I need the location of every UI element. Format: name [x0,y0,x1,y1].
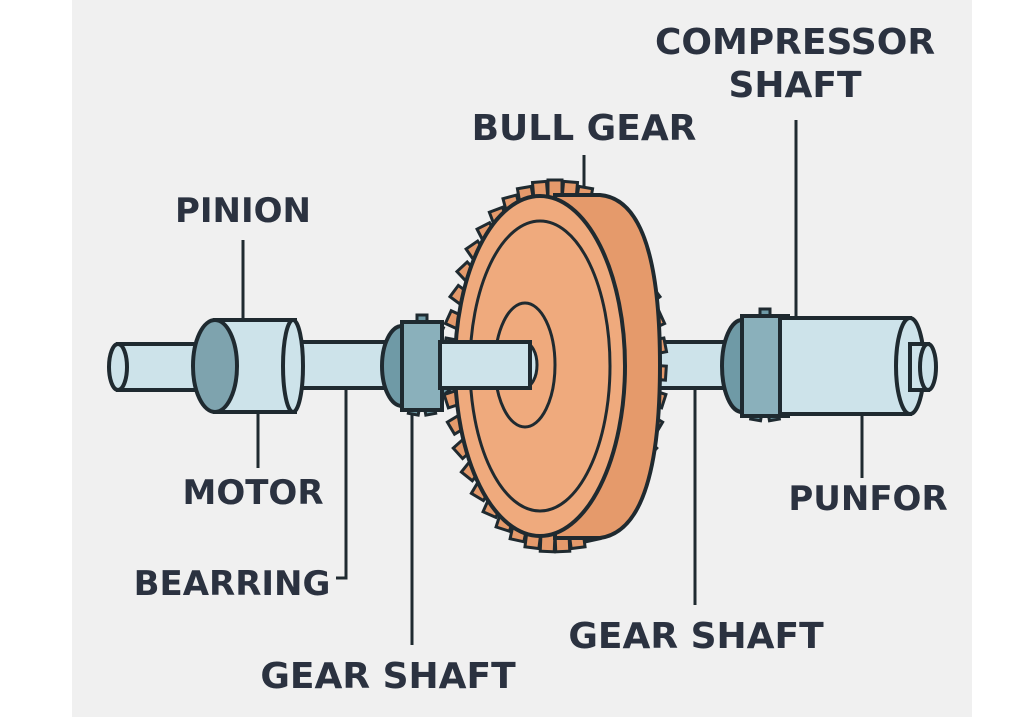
label-bearring: BEARRING [134,564,331,604]
label-punfor: PUNFOR [788,479,947,519]
compressor-housing-body [778,316,912,416]
label-motor: MOTOR [182,473,323,513]
left-pinion-gear [380,313,454,417]
leader-lines [241,120,864,645]
motor-hub [191,318,305,414]
label-gear-shaft-right: GEAR SHAFT [568,616,824,657]
left-shaft-end [107,342,129,392]
label-gear-shaft-left: GEAR SHAFT [260,656,516,697]
label-bull-gear: BULL GEAR [472,108,697,149]
label-pinion: PINION [175,191,311,231]
right-shaft-end [918,342,938,392]
motor-hub-front [281,318,305,414]
motor-hub-back [191,318,239,414]
center-shaft-left-segment [438,340,532,390]
compressor-housing [778,316,938,416]
label-compressor-shaft-line2: SHAFT [728,65,862,106]
bearring-leader [336,378,348,580]
label-compressor-shaft-line1: COMPRESSOR [655,22,935,63]
labels: COMPRESSOR SHAFT BULL GEAR PINION MOTOR … [134,22,948,697]
left-pinion-band [400,320,444,412]
